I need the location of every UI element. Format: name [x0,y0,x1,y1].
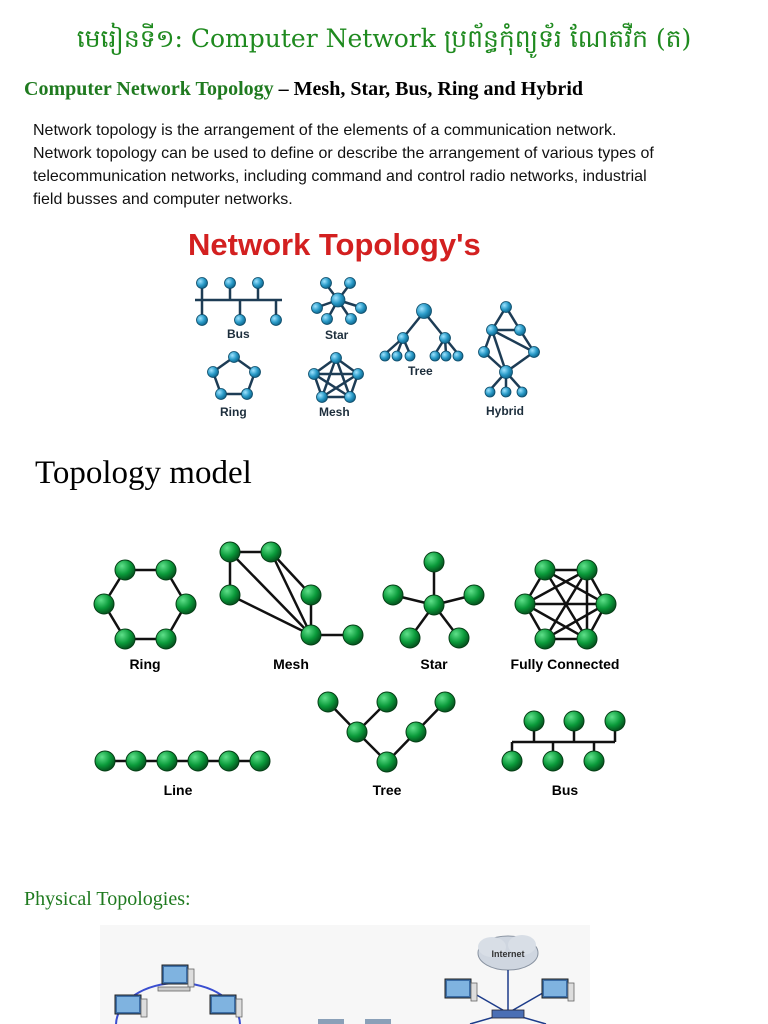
intro-line: Network topology can be used to define o… [33,145,654,162]
model-label-ring: Ring [129,656,160,672]
intro-paragraph: Network topology is the arrangement of t… [33,119,733,211]
label-mesh: Mesh [319,405,350,419]
intro-line: Network topology is the arrangement of t… [33,122,617,139]
page-title: មេរៀនទី១: Computer Network ប្រព័ន្ធកុំព្… [76,24,692,53]
model-label-mesh: Mesh [273,656,309,672]
label-star: Star [325,328,349,342]
computer-icon [541,978,575,1002]
subtitle-rest: – Mesh, Star, Bus, Ring and Hybrid [273,78,583,100]
figure-title: Network Topology's [188,227,481,262]
computer-icon [157,964,195,992]
intro-line: telecommunication networks, including co… [33,168,647,185]
label-bus: Bus [227,327,250,341]
model-label-line: Line [164,782,193,798]
cloud-icon: Internet [477,935,539,971]
topology-model-heading: Topology model [35,455,252,491]
internet-label: Internet [491,949,524,959]
network-topologies-figure: Network Topology's [188,227,540,419]
model-label-tree: Tree [373,782,402,798]
subtitle-highlight: Computer Network Topology [24,78,274,100]
hub-icon [491,1009,525,1019]
computer-icon [444,978,478,1002]
physical-topologies-heading: Physical Topologies: [24,888,191,910]
bus-node [196,277,208,289]
section-subtitle: Computer Network Topology – Mesh, Star, … [24,78,583,101]
computer-icon [209,994,243,1018]
topology-model-figure: Ring Mesh Star Fully Connected Line Tree… [93,541,626,798]
model-label-star: Star [420,656,448,672]
model-label-bus: Bus [552,782,579,798]
computer-icon [114,994,148,1018]
intro-line: field busses and computer networks. [33,191,293,208]
physical-topologies-figure: Internet [100,925,590,1024]
label-tree: Tree [408,364,433,378]
model-label-fully-connected: Fully Connected [511,656,620,672]
label-ring: Ring [220,405,247,419]
label-hybrid: Hybrid [486,404,524,418]
